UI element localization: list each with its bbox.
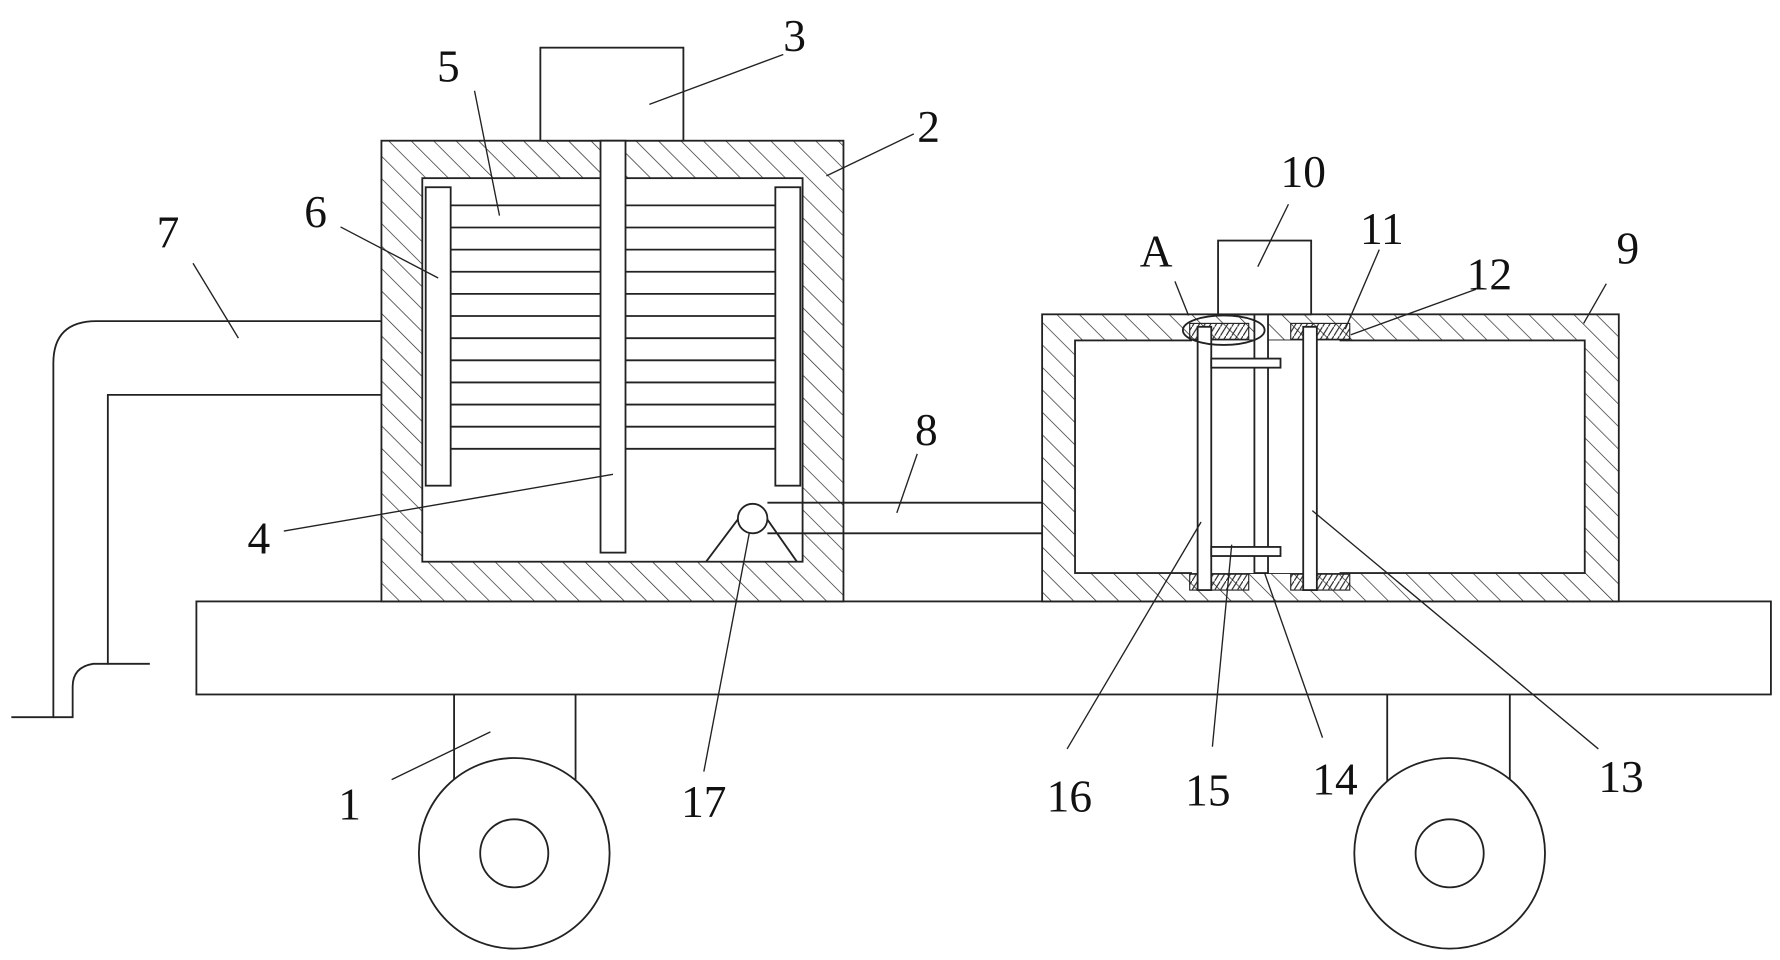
wheel-left: [419, 758, 610, 949]
label-14: 14: [1312, 754, 1357, 804]
side-plate-left: [426, 187, 451, 485]
label-a: A: [1140, 227, 1173, 277]
label-9: 9: [1617, 223, 1640, 273]
connecting-bar-bottom: [1211, 547, 1280, 556]
label-4: 4: [247, 514, 270, 564]
side-plate-right: [775, 187, 800, 485]
label-5: 5: [437, 42, 460, 92]
filter-box: [1042, 314, 1619, 601]
label-8: 8: [915, 405, 938, 455]
motor-top: [540, 48, 683, 141]
label-7: 7: [157, 207, 180, 257]
connecting-bar-top: [1211, 359, 1280, 368]
label-2: 2: [917, 102, 940, 152]
label-3: 3: [783, 11, 806, 61]
filter-frame-left: [1198, 327, 1212, 590]
label-1: 1: [338, 779, 361, 829]
filter-frame-right: [1303, 327, 1317, 590]
label-15: 15: [1185, 766, 1230, 816]
label-12: 12: [1467, 249, 1512, 299]
label-17: 17: [681, 777, 726, 827]
stirring-shaft: [601, 141, 626, 553]
label-13: 13: [1598, 752, 1643, 802]
label-10: 10: [1281, 147, 1326, 197]
label-16: 16: [1047, 771, 1092, 821]
label-6: 6: [304, 187, 327, 237]
label-11: 11: [1360, 204, 1404, 254]
cart-base: [196, 601, 1771, 783]
wheel-right: [1354, 758, 1545, 949]
